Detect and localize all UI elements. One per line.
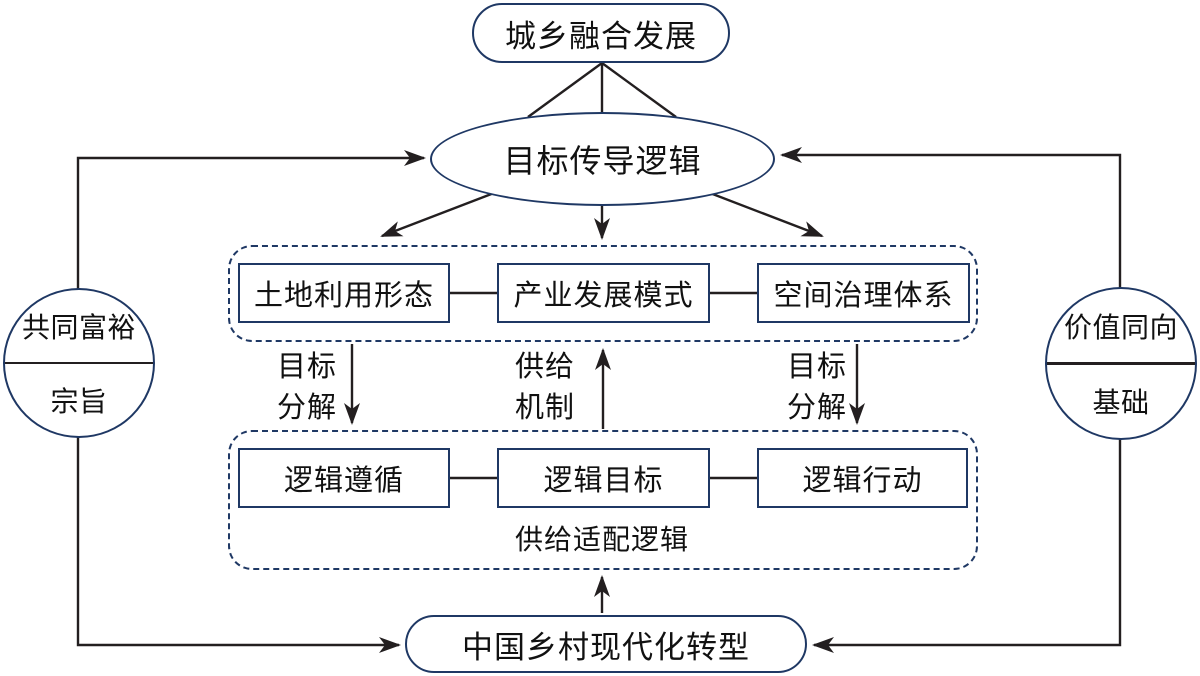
label-supply-adaptation-logic: 供给适配逻辑 (514, 525, 689, 556)
circle-common-prosperity-purpose: 共同富裕 宗旨 (3, 288, 155, 438)
node-china-rural-modernization-label: 中国乡村现代化转型 (462, 629, 750, 665)
arrow-ellipse-to-right-box (709, 191, 824, 238)
node-goal-transmission-logic: 目标传导逻辑 (430, 112, 775, 206)
fan-line-left (527, 62, 603, 118)
node-urban-rural-integration-label: 城乡融合发展 (505, 18, 697, 54)
box-spatial-governance-system-label: 空间治理体系 (773, 280, 954, 312)
box-industry-development-model-label: 产业发展模式 (513, 280, 694, 312)
circle-right-top-label: 价值同向 (1063, 312, 1178, 344)
fan-line-right (601, 62, 677, 118)
label-supply-mechanism: 供给 机制 (514, 351, 575, 424)
lower-dashed-group (228, 430, 978, 570)
node-urban-rural-integration: 城乡融合发展 (472, 3, 730, 63)
circle-right-divider (1047, 362, 1195, 365)
right-frame-bottom-arrow (812, 439, 1122, 653)
node-china-rural-modernization: 中国乡村现代化转型 (405, 615, 807, 673)
box-logic-goal-label: 逻辑目标 (543, 465, 664, 497)
box-logic-action-label: 逻辑行动 (802, 465, 923, 497)
box-logic-goal: 逻辑目标 (497, 448, 710, 508)
box-logic-action: 逻辑行动 (757, 448, 968, 508)
node-goal-transmission-logic-label: 目标传导逻辑 (503, 143, 702, 179)
label-goal-decomposition-left: 目标 分解 (276, 351, 337, 424)
left-frame-top-arrow (76, 150, 426, 289)
arrow-ellipse-to-left-box (380, 191, 495, 238)
circle-right-bottom-label: 基础 (1092, 388, 1150, 420)
box-logic-compliance-label: 逻辑遵循 (283, 465, 404, 497)
box-land-use-form-label: 土地利用形态 (253, 280, 434, 312)
left-frame-bottom-arrow (76, 437, 401, 653)
box-land-use-form: 土地利用形态 (238, 263, 450, 323)
box-spatial-governance-system: 空间治理体系 (757, 263, 970, 323)
box-logic-compliance: 逻辑遵循 (238, 448, 450, 508)
right-frame-top-arrow (780, 147, 1122, 288)
circle-left-top-label: 共同富裕 (21, 312, 136, 344)
label-goal-decomposition-right: 目标 分解 (786, 351, 847, 424)
circle-left-bottom-label: 宗旨 (50, 387, 108, 419)
circle-value-alignment-foundation: 价值同向 基础 (1045, 287, 1197, 440)
box-industry-development-model: 产业发展模式 (497, 263, 710, 323)
circle-left-divider (5, 361, 153, 365)
upper-dashed-group (228, 245, 978, 342)
